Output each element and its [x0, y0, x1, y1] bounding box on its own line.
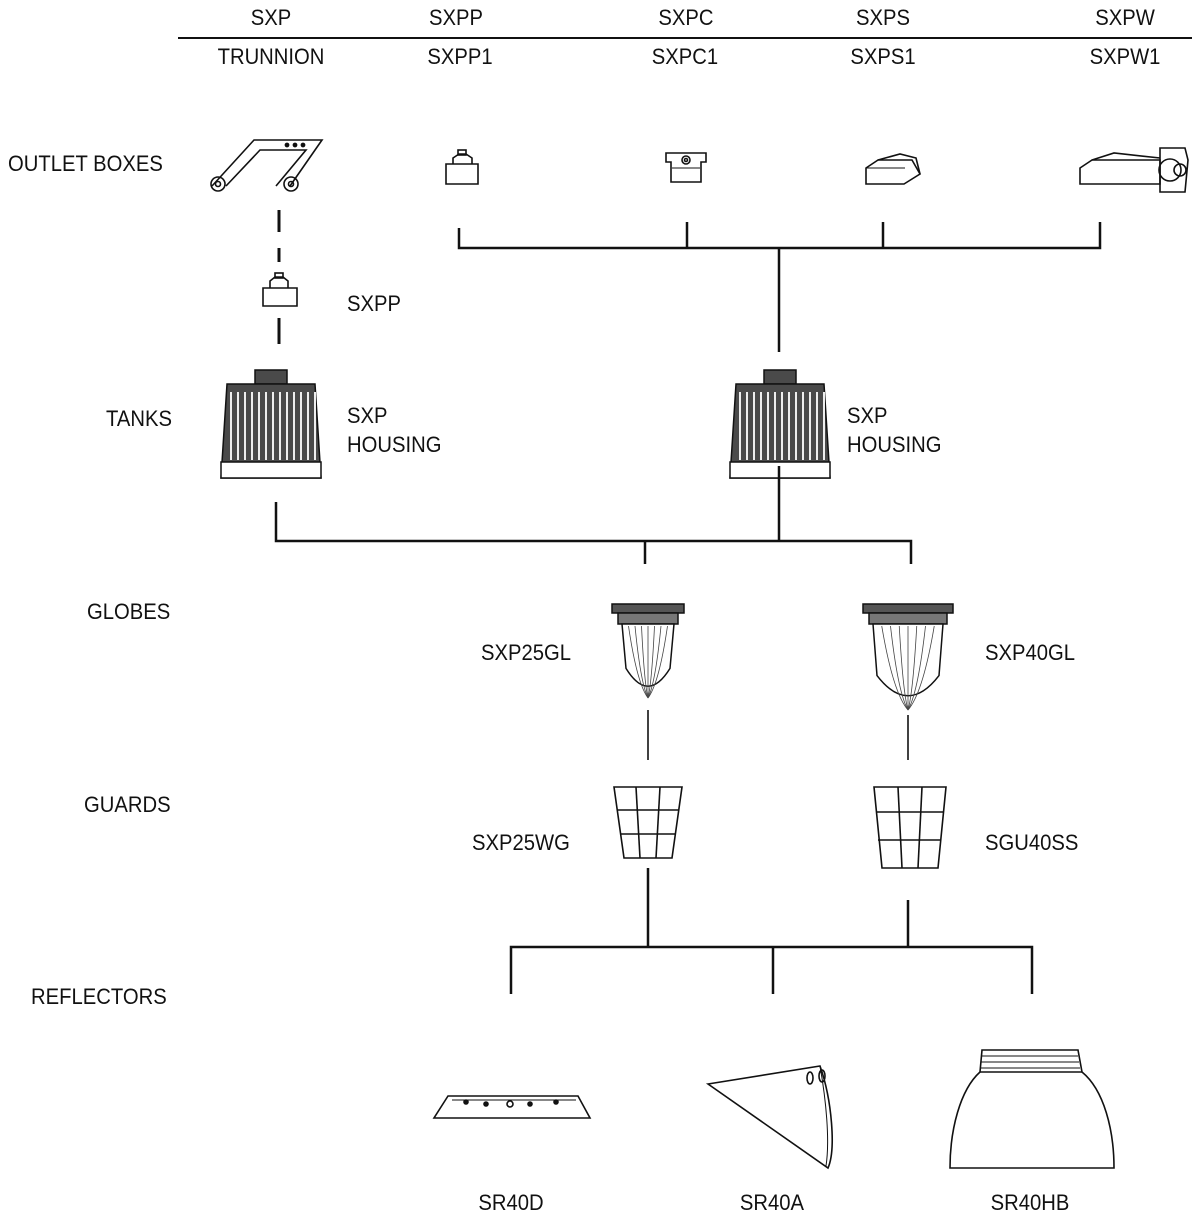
- header-col-1-top: SXP: [250, 5, 292, 30]
- row-label-reflectors: REFLECTORS: [31, 984, 167, 1009]
- label-housing-right-2: HOUSING: [847, 432, 942, 457]
- header-col-5-bottom: SXPW1: [1089, 44, 1161, 69]
- pendant-box-icon: [262, 272, 298, 307]
- header-col-2-top: SXPP: [428, 5, 484, 30]
- label-housing-left-1: SXP: [347, 403, 388, 428]
- housing-icon: [729, 369, 831, 479]
- label-globe-40: SXP40GL: [985, 640, 1076, 665]
- label-housing-right-1: SXP: [847, 403, 888, 428]
- pendant-box-icon: [445, 149, 479, 185]
- label-housing-left-2: HOUSING: [347, 432, 442, 457]
- globe-icon: [611, 603, 685, 699]
- label-reflector-a: SR40A: [739, 1190, 805, 1215]
- globe-icon: [862, 603, 954, 711]
- wire-guard-icon: [613, 786, 683, 859]
- housing-icon: [220, 369, 322, 479]
- header-col-5-top: SXPW: [1095, 5, 1155, 30]
- row-label-globes: GLOBES: [87, 599, 171, 624]
- row-label-guards: GUARDS: [84, 792, 171, 817]
- label-reflector-d: SR40D: [478, 1190, 544, 1215]
- header-col-4-top: SXPS: [855, 5, 911, 30]
- header-col-2-bottom: SXPP1: [427, 44, 493, 69]
- label-guard-25: SXP25WG: [472, 830, 570, 855]
- high-bay-reflector-icon: [949, 1049, 1115, 1169]
- wall-box-icon: [1079, 147, 1189, 193]
- header-col-4-bottom: SXPS1: [850, 44, 916, 69]
- ceiling-box-icon: [665, 152, 707, 183]
- row-label-outlet-boxes: OUTLET BOXES: [8, 151, 163, 176]
- header-col-1-bottom: TRUNNION: [217, 44, 325, 69]
- label-sxpp-adapter: SXPP: [347, 291, 402, 316]
- label-guard-40: SGU40SS: [985, 830, 1079, 855]
- trunnion-icon: [210, 139, 324, 192]
- header-col-3-top: SXPC: [658, 5, 714, 30]
- stanchion-box-icon: [865, 153, 922, 185]
- row-label-tanks: TANKS: [106, 406, 172, 431]
- angle-reflector-icon: [705, 1065, 833, 1170]
- dome-reflector-icon: [432, 1095, 592, 1119]
- label-globe-25: SXP25GL: [481, 640, 572, 665]
- header-col-3-bottom: SXPC1: [651, 44, 719, 69]
- wire-guard-icon: [873, 786, 947, 869]
- label-reflector-hb: SR40HB: [990, 1190, 1070, 1215]
